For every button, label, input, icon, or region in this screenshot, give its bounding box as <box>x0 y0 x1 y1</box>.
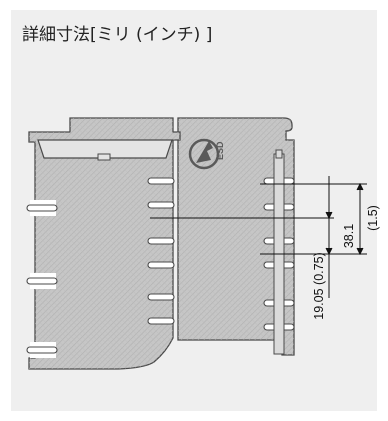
dimension-half-pitch: 19.05 (0.75) <box>312 252 326 319</box>
esd-icon: ESD <box>188 138 225 170</box>
esd-label: ESD <box>215 141 225 160</box>
rear-module <box>177 117 295 356</box>
front-module <box>26 117 181 370</box>
dimension-pitch-in: (1.5) <box>366 205 380 231</box>
dimension-pitch-mm: 38.1 <box>342 224 356 248</box>
page-title: 詳細寸法[ミリ (インチ) ] <box>22 25 213 45</box>
dimension-lines <box>150 176 367 298</box>
